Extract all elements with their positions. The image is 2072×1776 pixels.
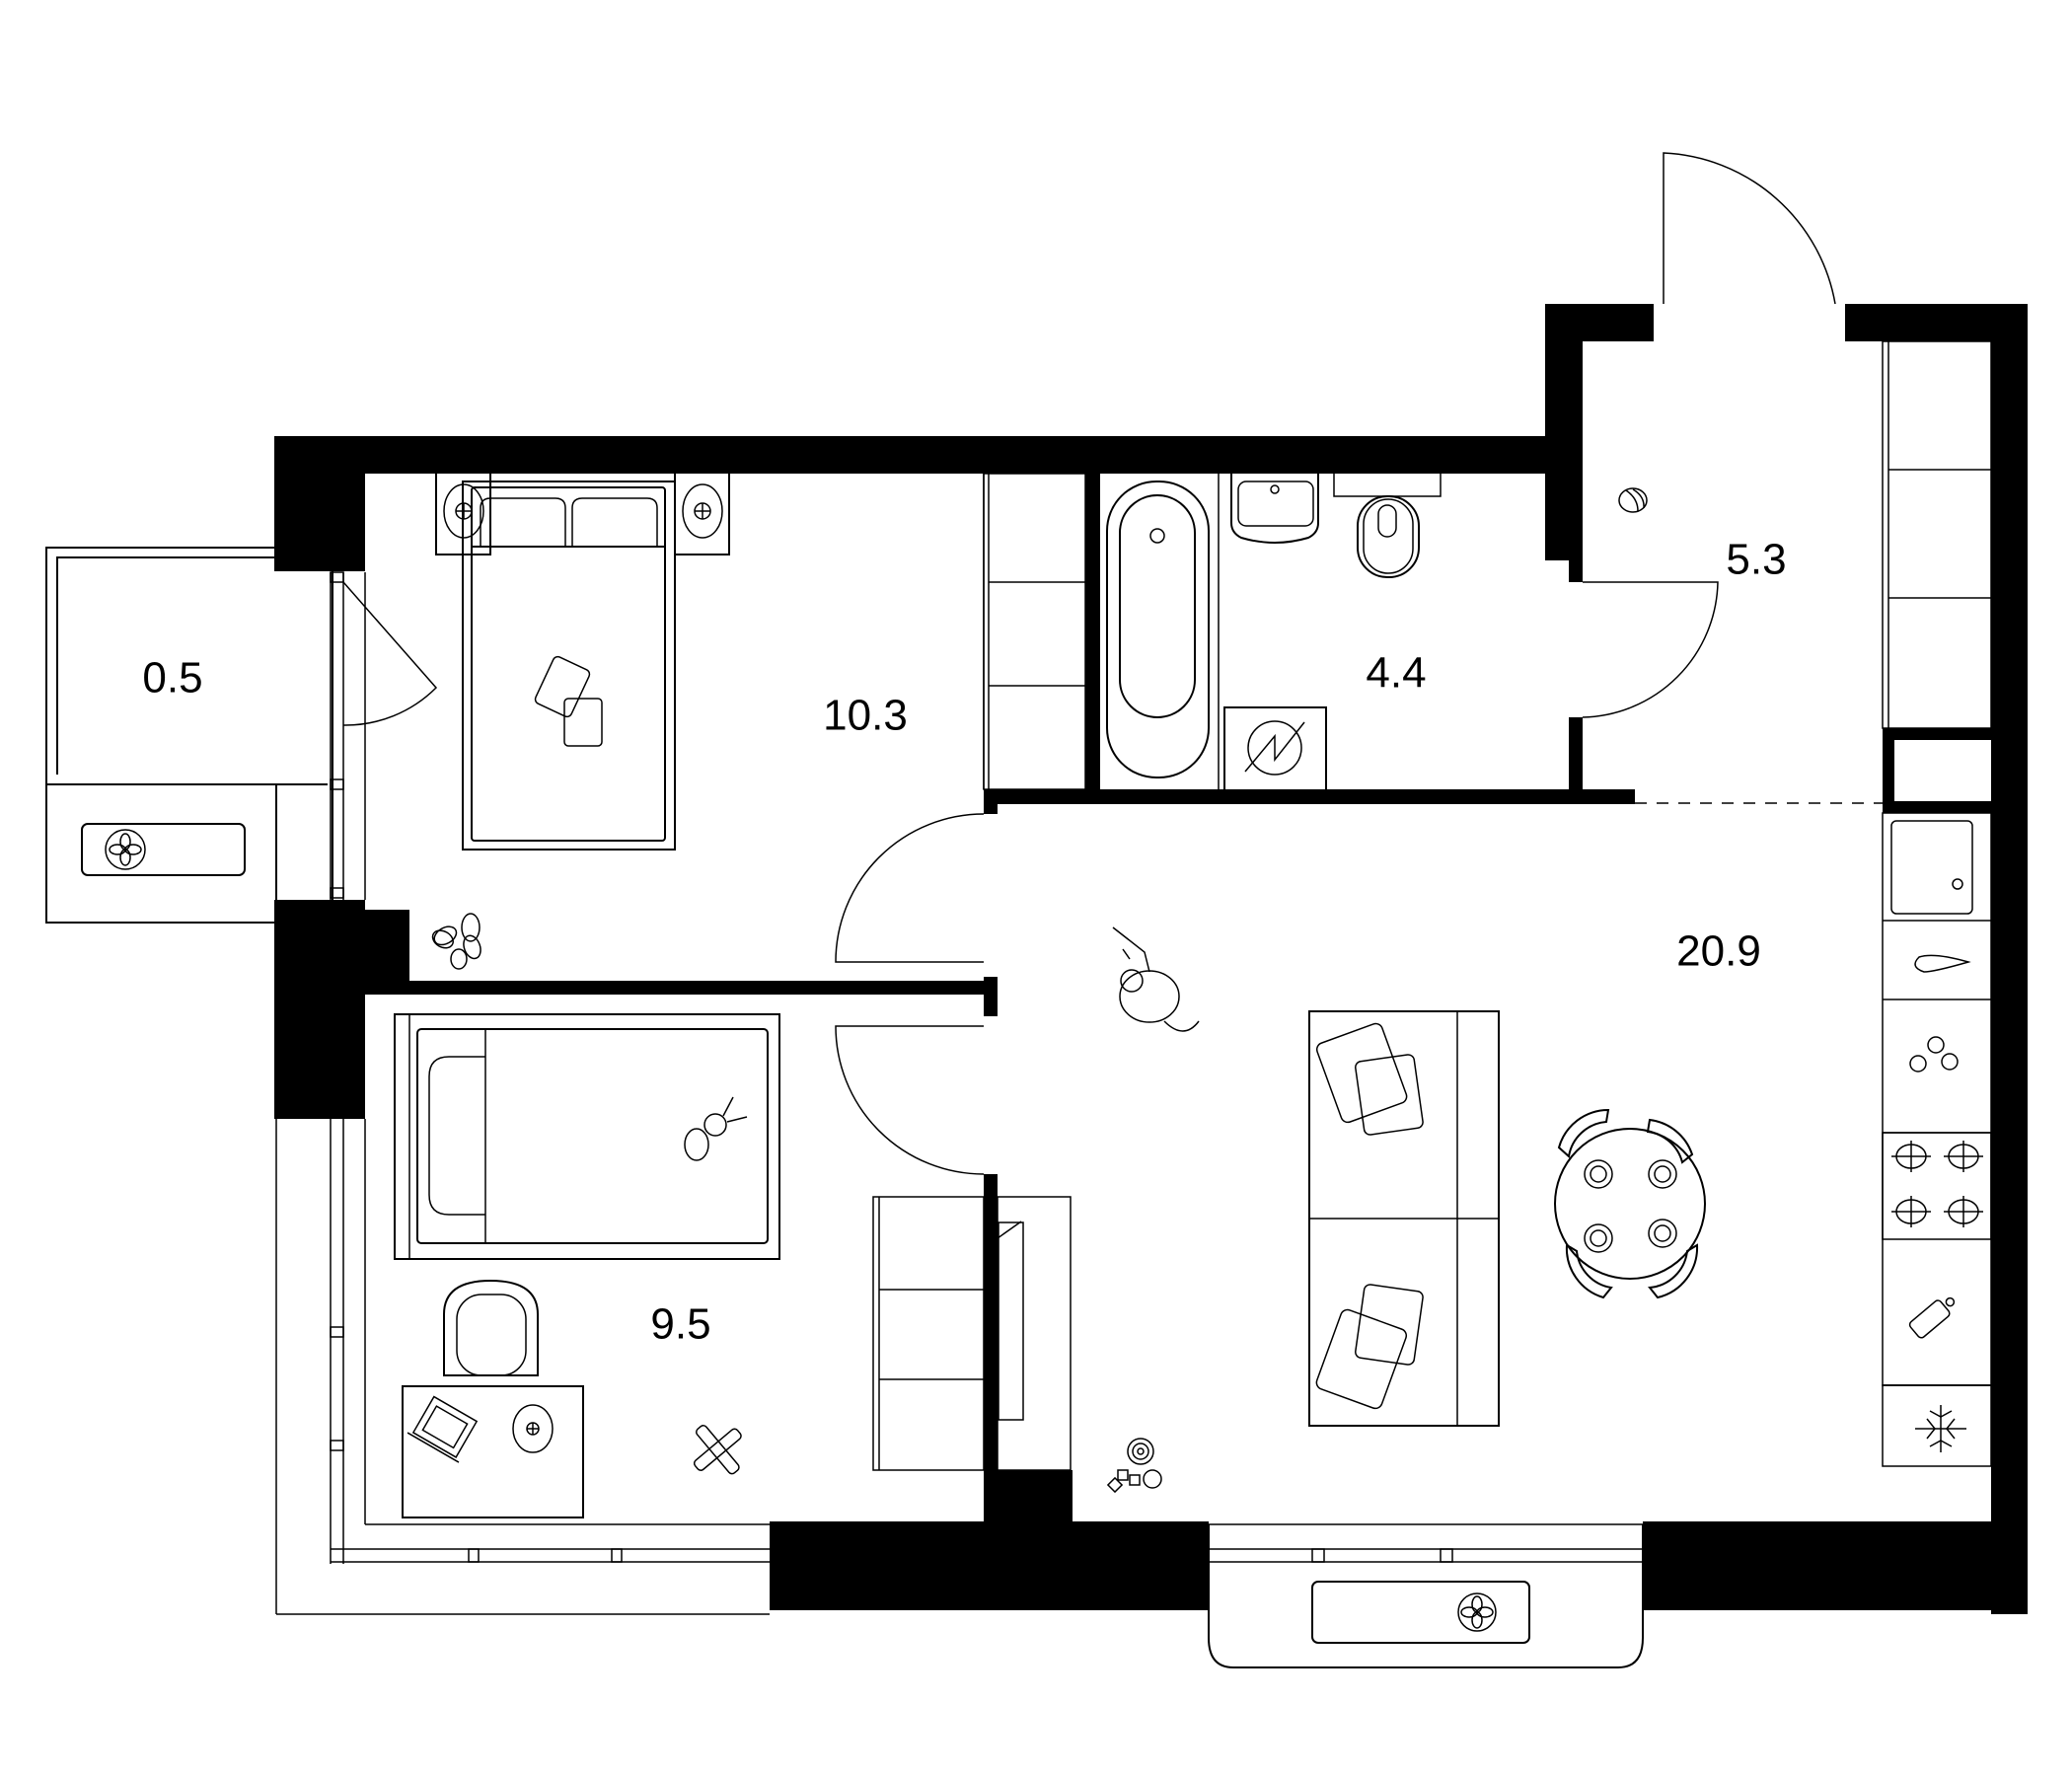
bathtub	[1096, 471, 1220, 792]
area-label-bedroom: 10.3	[823, 692, 908, 740]
area-label-kitchen-living: 20.9	[1676, 927, 1761, 976]
teddy-bunny-icon	[684, 1096, 748, 1161]
sink-drop-icon	[1914, 954, 1971, 973]
kitchen-counter	[1882, 812, 1992, 1467]
plate-icon	[1648, 1219, 1677, 1248]
sofa	[1308, 1010, 1500, 1427]
freezer-icon	[1882, 1384, 1992, 1467]
toy-blocks-icon	[1106, 1438, 1162, 1494]
plant-icon	[431, 913, 481, 970]
fridge	[1890, 820, 1973, 915]
living-furniture	[997, 926, 1706, 1494]
washing-machine	[1223, 706, 1327, 791]
fan-icon	[109, 833, 142, 866]
sink	[1230, 472, 1319, 544]
hallway-fixtures	[1618, 152, 1992, 804]
nightstand-right	[674, 469, 730, 555]
stove	[1882, 1132, 1992, 1240]
tv-unit	[997, 1196, 1072, 1471]
area-label-bathroom: 4.4	[1366, 649, 1426, 698]
toilet	[1333, 471, 1442, 578]
area-label-hallway: 5.3	[1726, 536, 1786, 584]
bottom-window-bay	[1208, 1523, 1644, 1668]
desk	[402, 1385, 584, 1518]
ac-unit-left	[81, 823, 246, 876]
single-bed	[394, 1013, 780, 1260]
armchair	[443, 1279, 539, 1376]
bedroom-wardrobe	[983, 473, 1086, 790]
plate-icon	[1584, 1223, 1613, 1253]
plate-icon	[1584, 1159, 1613, 1189]
ac-unit-bottom	[1311, 1581, 1530, 1644]
left-balcony	[45, 547, 333, 924]
area-label-balcony: 0.5	[142, 654, 202, 703]
pans-icon	[1909, 1036, 1959, 1073]
bedroom-furniture	[431, 469, 1086, 970]
area-label-kids-room: 9.5	[650, 1300, 710, 1349]
hall-wardrobe	[1882, 340, 1992, 729]
ball-icon	[1618, 487, 1648, 513]
bathroom-fixtures	[1096, 471, 1719, 792]
toy-plane-icon	[693, 1425, 742, 1475]
fan-icon	[1460, 1595, 1494, 1629]
toy-cat-icon	[1112, 926, 1200, 1032]
area-labels: 0.5 10.3 4.4 5.3 9.5 20.9	[142, 536, 1786, 1349]
cutting-board-icon	[1908, 1296, 1956, 1339]
plate-icon	[1648, 1159, 1677, 1189]
kids-wardrobe	[872, 1196, 985, 1471]
double-bed	[462, 481, 676, 851]
left-windows	[275, 571, 770, 1615]
walls	[274, 304, 2028, 1614]
dining-table	[1554, 1108, 1706, 1299]
kids-furniture	[394, 1013, 985, 1518]
laptop-icon	[407, 1395, 479, 1463]
